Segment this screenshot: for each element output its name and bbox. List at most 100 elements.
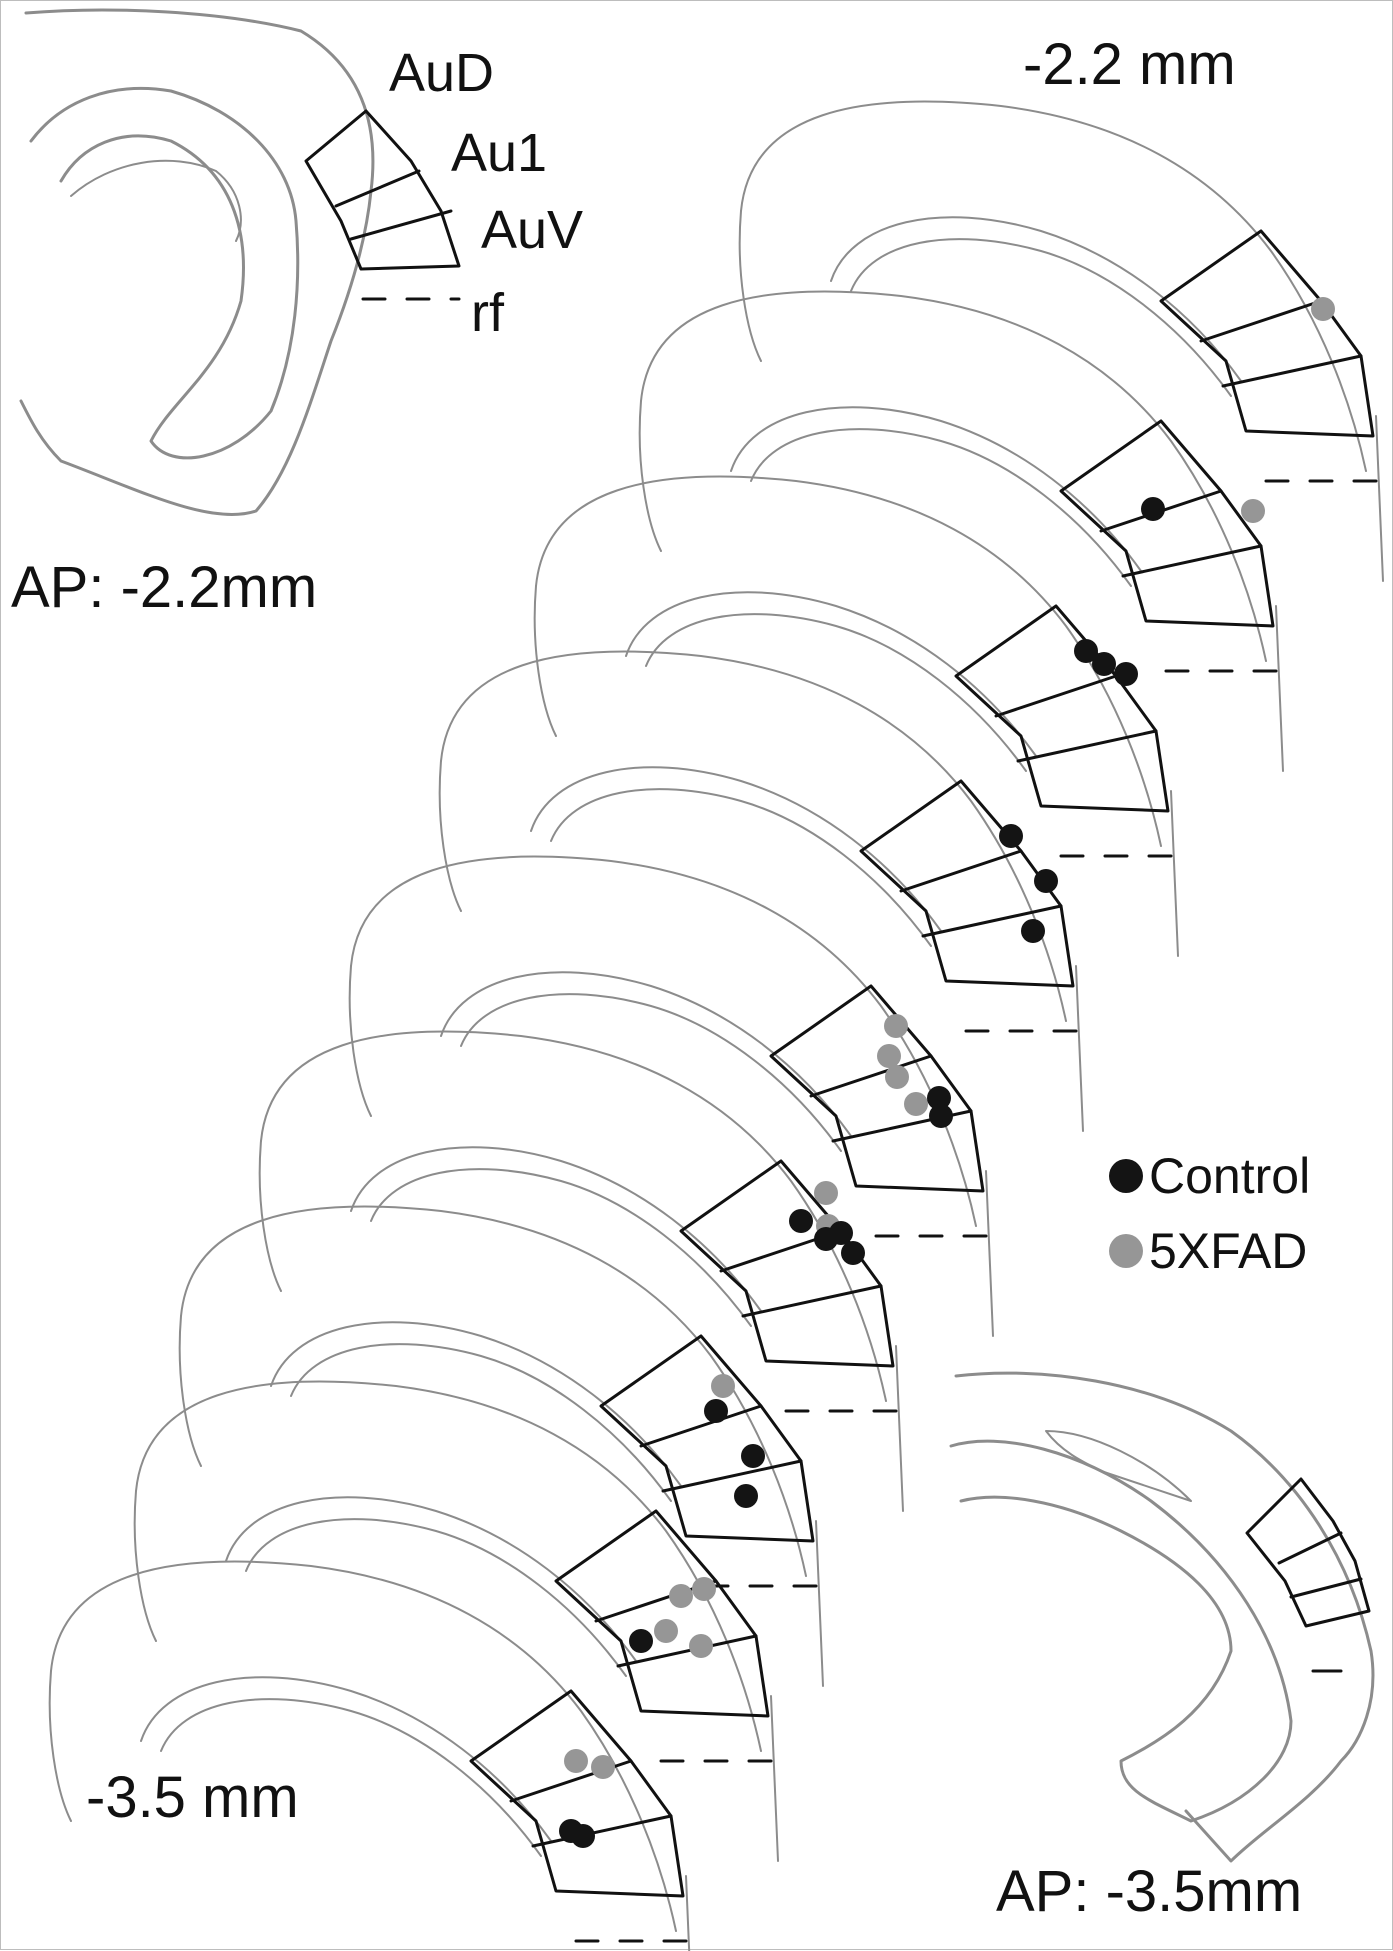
region-label-auv: AuV (481, 200, 584, 260)
brain-outline (180, 1205, 807, 1577)
marker-5xfad (884, 1014, 908, 1038)
marker-5xfad (814, 1181, 838, 1205)
section-series (48, 100, 1388, 1951)
brain-outline (19, 8, 375, 516)
aud-au1-boundary (639, 1404, 763, 1448)
bottom-level-label: -3.5 mm (86, 1765, 299, 1830)
section-2 (638, 290, 1288, 772)
brain-outline (640, 290, 1267, 662)
marker-5xfad (1241, 499, 1265, 523)
cortex-edge (1275, 605, 1284, 772)
au-region-block (679, 1159, 895, 1368)
hippocampus-fold-inner (290, 1343, 672, 1502)
brain-outline-left (258, 1140, 282, 1292)
au-region-block (304, 109, 461, 271)
au-region-block (1159, 229, 1375, 438)
hippocampus-fold-outer (830, 216, 1242, 382)
au-region-block (599, 1334, 815, 1543)
brain-outline (740, 100, 1367, 472)
section-3 (533, 475, 1183, 957)
marker-5xfad (711, 1374, 735, 1398)
cortex-edge (895, 1345, 904, 1512)
au-region-block (859, 779, 1075, 988)
au-region-block (469, 1689, 685, 1898)
brain-outline (954, 1371, 1375, 1863)
cortex-edge (1375, 415, 1384, 582)
cortex-edge (685, 1875, 691, 1951)
au1-auv-boundary (1221, 354, 1363, 388)
cortex-edge (1075, 965, 1084, 1132)
au1-auv-boundary (616, 1634, 758, 1668)
hippocampus-fold-outer (625, 591, 1037, 757)
brain-outline-left (178, 1315, 202, 1467)
au1-auv-boundary (661, 1459, 803, 1493)
cortex-edge (770, 1695, 779, 1862)
marker-control (789, 1209, 813, 1233)
hippocampus-fold-inner (550, 788, 932, 947)
ap-top-label: AP: -2.2mm (11, 555, 318, 620)
hippocampus-fold-inner (245, 1518, 627, 1677)
marker-control (1021, 919, 1045, 943)
brain-outline-left (533, 585, 557, 737)
hippocampus-fold-outer (440, 971, 852, 1137)
au1-auv-boundary (1121, 544, 1263, 578)
hippocampus-outline (949, 1439, 1293, 1823)
cortex-edge (815, 1520, 824, 1687)
hippocampus-fold-outer (270, 1321, 682, 1487)
5xfad-marker-icon (1109, 1234, 1143, 1268)
marker-control (629, 1629, 653, 1653)
marker-5xfad (1311, 297, 1335, 321)
hippocampus-outline (29, 86, 300, 460)
reference-section-top (19, 8, 461, 516)
aud-au1-boundary (994, 674, 1118, 718)
section-1 (738, 100, 1388, 582)
au1-auv-boundary (531, 1814, 673, 1848)
inner-fold (1045, 1430, 1192, 1502)
cortex-edge (985, 1170, 994, 1337)
marker-5xfad (591, 1755, 615, 1779)
marker-5xfad (885, 1065, 909, 1089)
marker-control (814, 1227, 838, 1251)
aud-au1-boundary (899, 849, 1023, 893)
inner-fold (70, 159, 242, 242)
hippocampus-fold-inner (850, 238, 1232, 397)
brain-outline (535, 475, 1162, 847)
hippocampus-fold-outer (350, 1146, 762, 1312)
section-5 (348, 855, 998, 1337)
brain-outline (135, 1380, 762, 1752)
marker-control (1092, 652, 1116, 676)
hippocampus-fold-inner (750, 428, 1132, 587)
hippocampus-fold-outer (730, 406, 1142, 572)
region-label-aud: AuD (389, 43, 495, 103)
legend-label-control: Control (1149, 1148, 1311, 1204)
au-region-block (554, 1509, 770, 1718)
control-marker-icon (1109, 1159, 1143, 1193)
region-label-au1: Au1 (451, 123, 548, 183)
au-region-block (954, 604, 1170, 813)
marker-control (841, 1241, 865, 1265)
marker-5xfad (904, 1092, 928, 1116)
marker-control (1114, 662, 1138, 686)
brain-outline-left (638, 400, 662, 552)
brain-outline (350, 855, 977, 1227)
brain-outline-left (738, 210, 762, 362)
au1-auv-boundary (921, 904, 1063, 938)
legend-label-5xfad: 5XFAD (1149, 1223, 1308, 1279)
brain-outline (260, 1030, 887, 1402)
section-4 (438, 650, 1088, 1132)
au-region-block (1245, 1477, 1371, 1628)
region-label-rf: rf (471, 283, 504, 343)
au-region-block (769, 984, 985, 1193)
brain-outline-left (438, 760, 462, 912)
marker-5xfad (654, 1619, 678, 1643)
ap-bottom-label: AP: -3.5mm (996, 1859, 1303, 1924)
section-9 (48, 1560, 698, 1951)
legend-item-5xfad: 5XFAD (1109, 1226, 1307, 1276)
cortex-edge (1170, 790, 1179, 957)
hippocampus-fold-inner (160, 1698, 542, 1857)
section-6 (258, 1030, 908, 1512)
marker-control (1074, 639, 1098, 663)
marker-control (734, 1484, 758, 1508)
au-region-block (1059, 419, 1275, 628)
